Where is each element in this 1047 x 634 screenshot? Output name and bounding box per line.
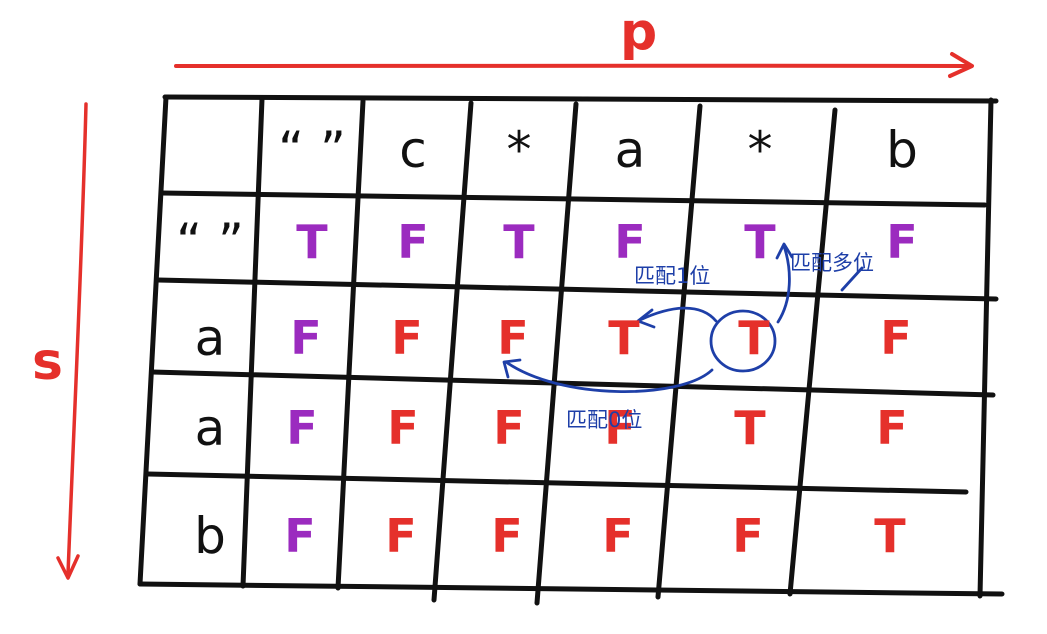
table-cell: F bbox=[385, 509, 417, 563]
table-cell: F bbox=[602, 509, 634, 563]
table-cell: F bbox=[614, 215, 646, 269]
table-cell: T bbox=[734, 401, 766, 455]
table-cell: F bbox=[387, 401, 419, 455]
column-header: b bbox=[886, 121, 918, 179]
row-header: “ ” bbox=[176, 213, 244, 271]
row-header: a bbox=[194, 399, 226, 457]
annotation-marks bbox=[502, 242, 864, 393]
table-cell: F bbox=[497, 311, 529, 365]
table-cell: F bbox=[286, 401, 318, 455]
table-cell: F bbox=[397, 215, 429, 269]
annotation-match-zero: 匹配0位 bbox=[566, 408, 643, 432]
table-cell: T bbox=[744, 215, 776, 269]
table-cell: F bbox=[880, 311, 912, 365]
pointer-match-many bbox=[840, 266, 864, 292]
table-cell: T bbox=[608, 311, 640, 365]
table-cell: F bbox=[290, 311, 322, 365]
column-header: “ ” bbox=[278, 121, 346, 179]
column-axis-arrow bbox=[174, 52, 974, 78]
arrow-match-one bbox=[638, 306, 718, 323]
table-cell: T bbox=[874, 509, 906, 563]
table-cell: T bbox=[503, 215, 535, 269]
row-header: b bbox=[194, 507, 226, 565]
column-axis-label: p bbox=[620, 2, 658, 62]
arrow-match-zero bbox=[504, 360, 714, 393]
table-cell: T bbox=[738, 311, 770, 365]
current-cell-circle bbox=[709, 309, 777, 373]
table-cell: F bbox=[604, 401, 636, 455]
row-axis-arrow bbox=[56, 102, 88, 580]
column-header: c bbox=[399, 121, 427, 179]
row-header: a bbox=[194, 309, 226, 367]
annotation-match-many: 匹配多位 bbox=[790, 251, 874, 275]
table-grid bbox=[137, 94, 1005, 606]
table-cell: F bbox=[493, 401, 525, 455]
arrow-match-many bbox=[776, 244, 791, 324]
column-header: a bbox=[614, 121, 646, 179]
column-header: * bbox=[506, 121, 532, 179]
table-cell: F bbox=[886, 215, 918, 269]
table-cell: T bbox=[296, 215, 328, 269]
table-cell: F bbox=[284, 509, 316, 563]
table-cell: F bbox=[391, 311, 423, 365]
row-axis-label: s bbox=[32, 332, 63, 392]
table-cell: F bbox=[876, 401, 908, 455]
table-cell: F bbox=[732, 509, 764, 563]
table-cell: F bbox=[491, 509, 523, 563]
annotation-match-one: 匹配1位 bbox=[634, 264, 711, 288]
column-header: * bbox=[747, 121, 773, 179]
